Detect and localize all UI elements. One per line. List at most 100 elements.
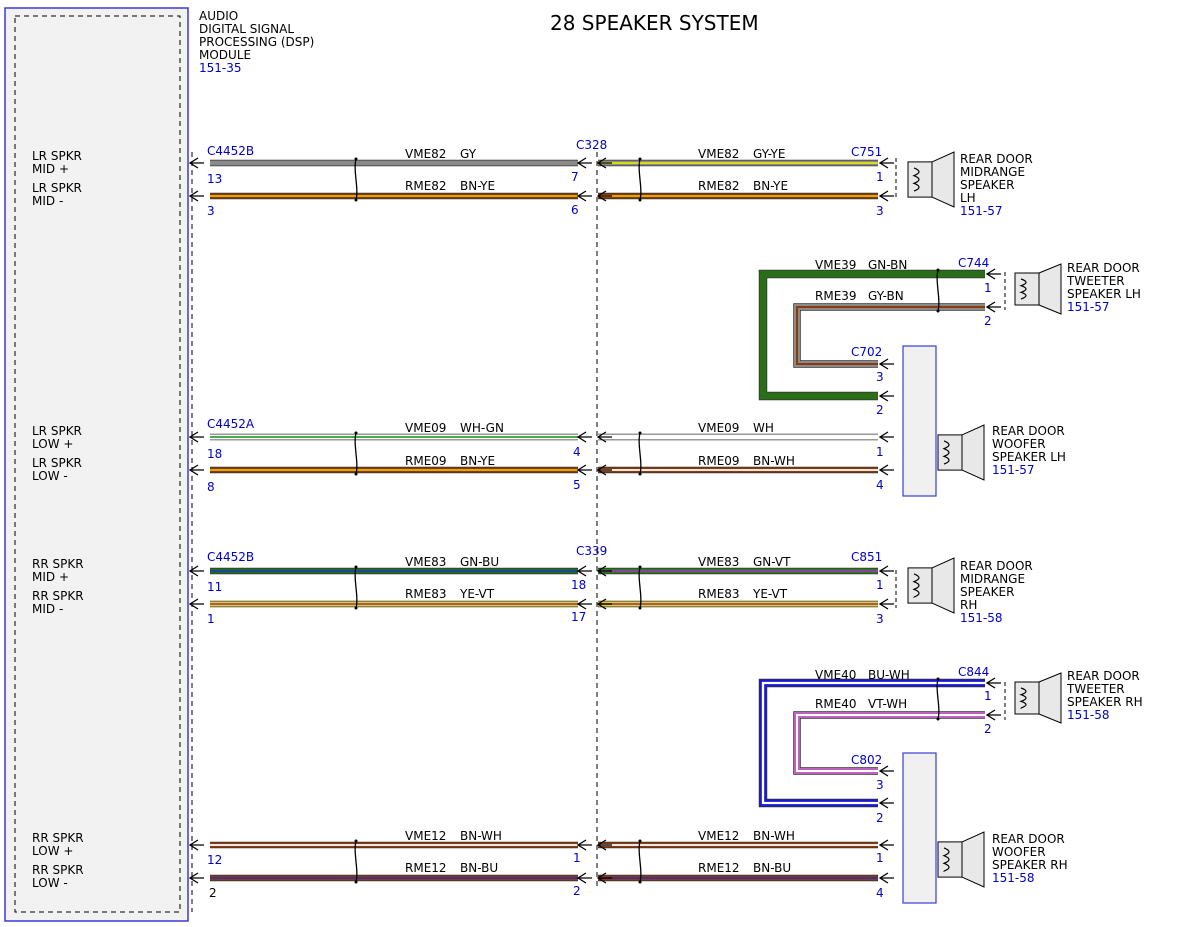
module-pin-label: LR SPKR [32, 424, 82, 438]
connector-arrow [878, 797, 894, 809]
speaker-ref: 151-58 [960, 611, 1003, 625]
module-ref: 151-35 [199, 61, 242, 75]
wire-circuit: VME12 [405, 829, 446, 843]
module-name-line: DIGITAL SIGNAL [199, 22, 294, 36]
connector-arrow [576, 431, 592, 443]
module-pin-label: MID - [32, 602, 63, 616]
wire-circuit: RME09 [698, 454, 740, 468]
wire-circuit: RME40 [815, 697, 857, 711]
connector-arrow [878, 157, 894, 169]
wire-circuit: VME82 [698, 147, 739, 161]
connector-arrow [188, 464, 204, 476]
twisted-pair-mark [638, 158, 642, 201]
wire-color: BU-WH [868, 668, 910, 682]
module-name-line: PROCESSING (DSP) [199, 35, 314, 49]
speaker-label: TWEETER [1066, 682, 1125, 696]
speaker-label: LH [960, 191, 976, 205]
dsp-module: AUDIO DIGITAL SIGNAL PROCESSING (DSP) MO… [4, 7, 314, 922]
pin-numbers: 13 3 7 6 1 3 1 2 3 2 18 8 4 5 1 4 11 1 1… [207, 170, 992, 900]
pin-number: 11 [207, 580, 222, 594]
connector-arrow [985, 301, 1001, 313]
module-pin-label: LOW - [32, 876, 68, 890]
wire-color: GN-BU [460, 555, 499, 569]
connector-arrow [596, 464, 612, 476]
module-pin-label: RR SPKR [32, 831, 84, 845]
wire-color: VT-WH [868, 697, 907, 711]
connector-name: C339 [576, 544, 607, 558]
connector-arrow [576, 598, 592, 610]
wire-color: GY [460, 147, 477, 161]
wire-color: BN-WH [753, 829, 795, 843]
pin-number: 3 [876, 778, 884, 792]
pin-number: 8 [207, 480, 215, 494]
twisted-pair-mark [936, 678, 940, 720]
connector-arrow [576, 190, 592, 202]
pin-number: 2 [984, 314, 992, 328]
connector-arrow [878, 872, 894, 884]
pin-number: 3 [207, 204, 215, 218]
connector-arrow [188, 157, 204, 169]
speaker-ref: 151-57 [960, 204, 1003, 218]
wire-color: BN-WH [753, 454, 795, 468]
pin-number: 1 [984, 689, 992, 703]
module-pin-label: RR SPKR [32, 589, 84, 603]
speaker-label: REAR DOOR [960, 559, 1033, 573]
wire-color: GY-BN [868, 289, 904, 303]
twisted-pair-mark [354, 158, 358, 201]
wire-labels: VME82 GY RME82 BN-YE VME82 GY-YE RME82 B… [405, 147, 910, 875]
connector-arrow [878, 765, 894, 777]
pin-number: 18 [207, 447, 222, 461]
connector-arrow [878, 190, 894, 202]
connector-arrow [878, 358, 894, 370]
pin-number: 6 [571, 203, 579, 217]
wire [758, 269, 985, 401]
connector-arrow [188, 839, 204, 851]
wire-color: BN-YE [753, 179, 788, 193]
connector-arrow [596, 598, 612, 610]
wire-color: YE-VT [459, 587, 495, 601]
connector-arrow [878, 464, 894, 476]
connector-arrow [596, 839, 612, 851]
connector-name: C802 [851, 753, 882, 767]
pin-number: 5 [573, 478, 581, 492]
wire-circuit: VME39 [815, 258, 856, 272]
wire-color: GN-VT [753, 555, 791, 569]
connector-arrow [878, 839, 894, 851]
pin-number: 1 [876, 445, 884, 459]
pin-number: 4 [573, 445, 581, 459]
wire-circuit: VME12 [698, 829, 739, 843]
module-pin-label: LOW + [32, 437, 73, 451]
connector-arrow [188, 565, 204, 577]
module-pin-label: MID + [32, 162, 69, 176]
wire-circuit: RME39 [815, 289, 857, 303]
connector-arrow [188, 190, 204, 202]
connector-arrow [878, 390, 894, 402]
module-pin-label: LOW + [32, 844, 73, 858]
wire-circuit: RME82 [698, 179, 740, 193]
speaker-label: SPEAKER LH [1067, 287, 1141, 301]
speaker-icon [1014, 263, 1062, 315]
connector-name: C851 [851, 550, 882, 564]
wire-color: GY-YE [753, 147, 785, 161]
connector-arrow [596, 431, 612, 443]
speaker-ref: 151-58 [992, 871, 1035, 885]
connector-arrow [596, 157, 612, 169]
connector-arrow [188, 431, 204, 443]
wire-color: WH [753, 421, 774, 435]
speaker-icon [907, 557, 955, 614]
connector-name: C744 [958, 256, 989, 270]
pin-number: 13 [207, 172, 222, 186]
speaker-icon [1014, 672, 1062, 724]
twisted-pair-mark [638, 840, 642, 883]
wire-circuit: VME09 [698, 421, 739, 435]
connector-arrow [878, 431, 894, 443]
speaker-icon [907, 151, 955, 208]
connector-arrow [576, 565, 592, 577]
wire-color: BN-WH [460, 829, 502, 843]
connector-arrow [878, 598, 894, 610]
pin-number: 17 [571, 610, 586, 624]
wire-color: BN-YE [460, 454, 495, 468]
module-pin-label: LR SPKR [32, 456, 82, 470]
wire [758, 678, 985, 808]
connector-arrow [596, 565, 612, 577]
